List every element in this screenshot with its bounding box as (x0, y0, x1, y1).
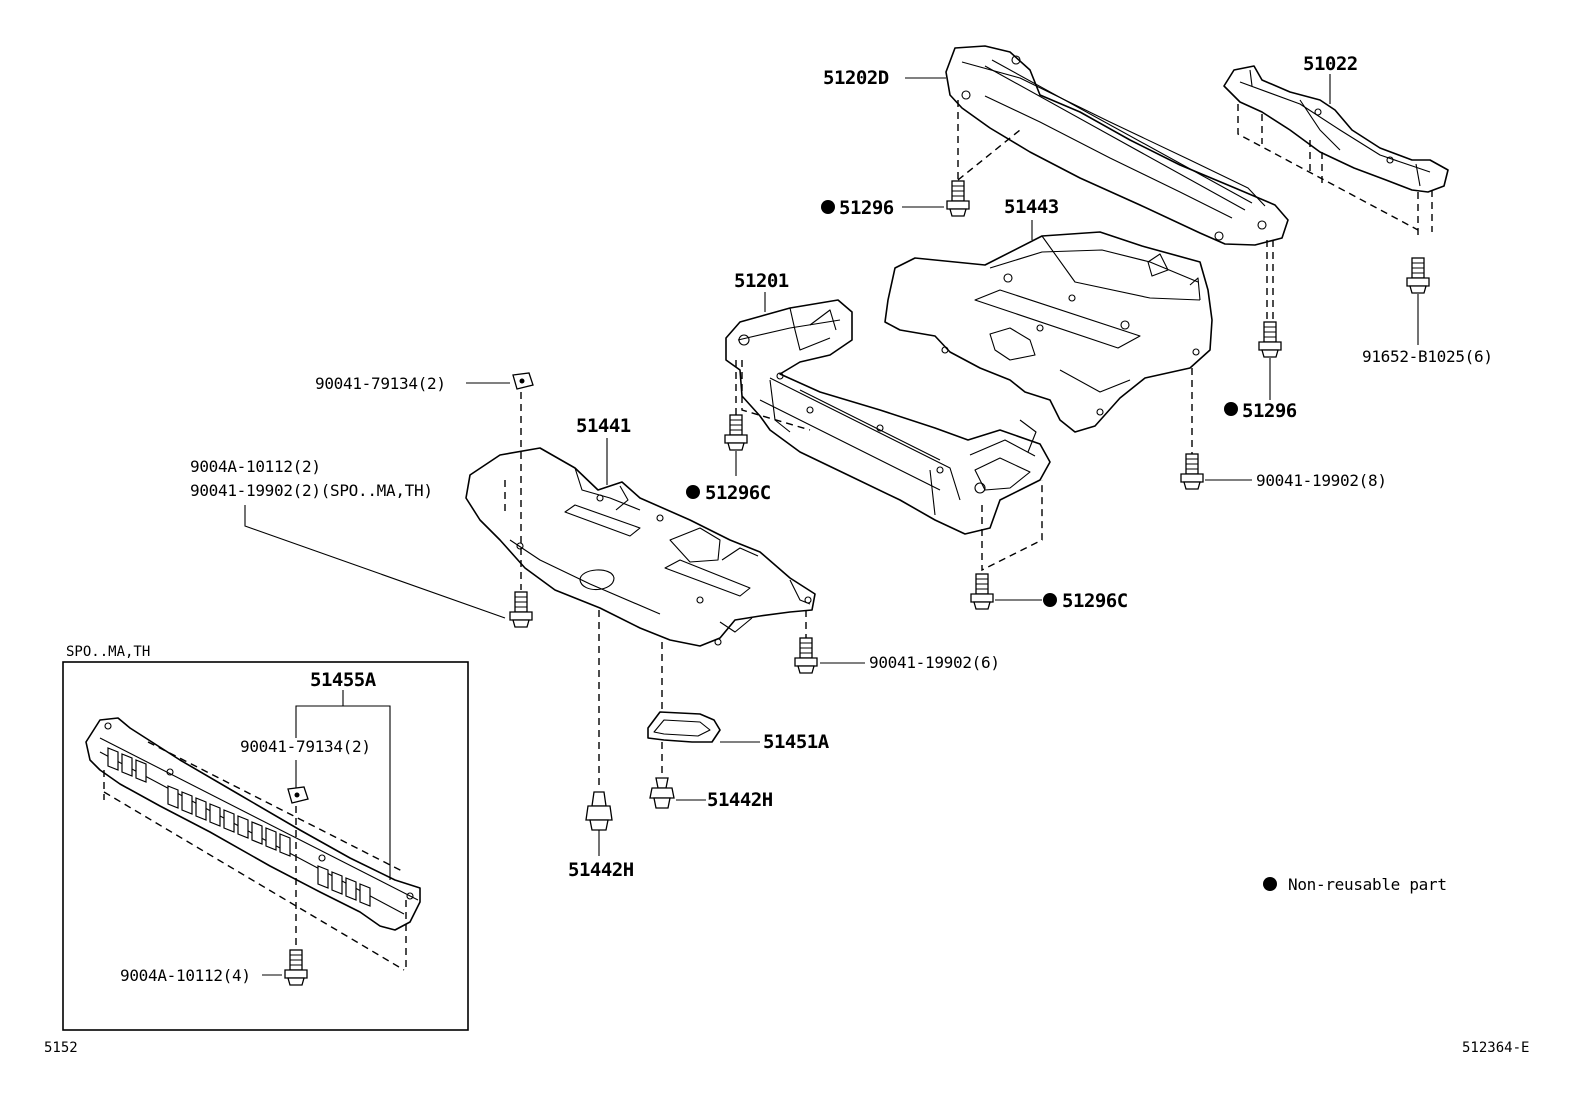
label-51296-top: 51296 (839, 197, 894, 219)
label-51455A: 51455A (310, 669, 377, 691)
part-51443-rear-cover (884, 231, 1213, 433)
non-reusable-dot-51296C-bottom (1043, 593, 1057, 607)
bolt-51296-top (946, 180, 970, 217)
label-90041-19902-8: 90041-19902(8) (1256, 471, 1387, 490)
bolt-51296C-left (724, 414, 748, 451)
label-90041-79134-top: 90041-79134(2) (315, 374, 446, 393)
label-51202D: 51202D (823, 67, 889, 89)
dash-51022-a (1237, 104, 1419, 231)
clip-51442H-bottom (585, 791, 613, 831)
part-51022-member (1223, 65, 1449, 193)
bolt-9004A-10112-4 (284, 949, 308, 986)
label-9004A-10112-2: 9004A-10112(2) (190, 457, 321, 476)
non-reusable-dot-51296C-left (686, 485, 700, 499)
label-9004A-10112-4: 9004A-10112(4) (120, 966, 251, 985)
inset-title: SPO..MA,TH (66, 644, 150, 660)
bolt-90041-19902-8 (1180, 453, 1204, 490)
part-51455A-bumper-reinforcement (85, 717, 421, 931)
label-51443: 51443 (1004, 196, 1059, 218)
label-90041-19902-6: 90041-19902(6) (869, 653, 1000, 672)
footer-left-code: 5152 (44, 1040, 78, 1056)
label-51441: 51441 (576, 415, 631, 437)
label-51296-right: 51296 (1242, 400, 1297, 422)
clip-51442H-right (649, 777, 675, 809)
label-51296C-left: 51296C (705, 482, 771, 504)
bolt-91652 (1406, 257, 1430, 294)
dash-51202D-b (957, 129, 1021, 181)
non-reusable-dot-51296-right (1224, 402, 1238, 416)
bolt-51296-right (1258, 321, 1282, 358)
footer-right-code: 512364-E (1462, 1040, 1529, 1056)
dash-51201-a (741, 360, 811, 431)
leader-9004A-10112-2 (244, 505, 506, 619)
label-51296C-bottom: 51296C (1062, 590, 1128, 612)
label-90041-79134-inset: 90041-79134(2) (240, 737, 371, 756)
clip-90041-79134-inset (287, 786, 309, 804)
label-90041-19902-2: 90041-19902(2)(SPO..MA,TH) (190, 481, 433, 500)
part-51201-subframe (725, 299, 1051, 535)
label-51442H-right: 51442H (707, 789, 773, 811)
legend-dot-icon (1263, 877, 1277, 891)
legend-non-reusable: Non-reusable part (1288, 875, 1447, 894)
part-51202D-crossmember (945, 45, 1289, 246)
label-51442H-bottom: 51442H (568, 859, 634, 881)
label-51451A: 51451A (763, 731, 830, 753)
dash-51201-c (981, 480, 1043, 572)
bolt-90041-19902-6 (794, 637, 818, 674)
part-51441-front-cover (465, 447, 816, 647)
inset-box (62, 661, 469, 1031)
non-reusable-dot-51296-top (821, 200, 835, 214)
bolt-9004A-10112-2 (509, 591, 533, 628)
label-51201: 51201 (734, 270, 789, 292)
bolt-51296C-bottom (970, 573, 994, 610)
clip-90041-79134-top (512, 372, 534, 390)
part-51451A-plate (647, 711, 721, 743)
label-51022: 51022 (1303, 53, 1358, 75)
label-91652: 91652-B1025(6) (1362, 347, 1493, 366)
dash-inset-bottom (103, 791, 405, 971)
